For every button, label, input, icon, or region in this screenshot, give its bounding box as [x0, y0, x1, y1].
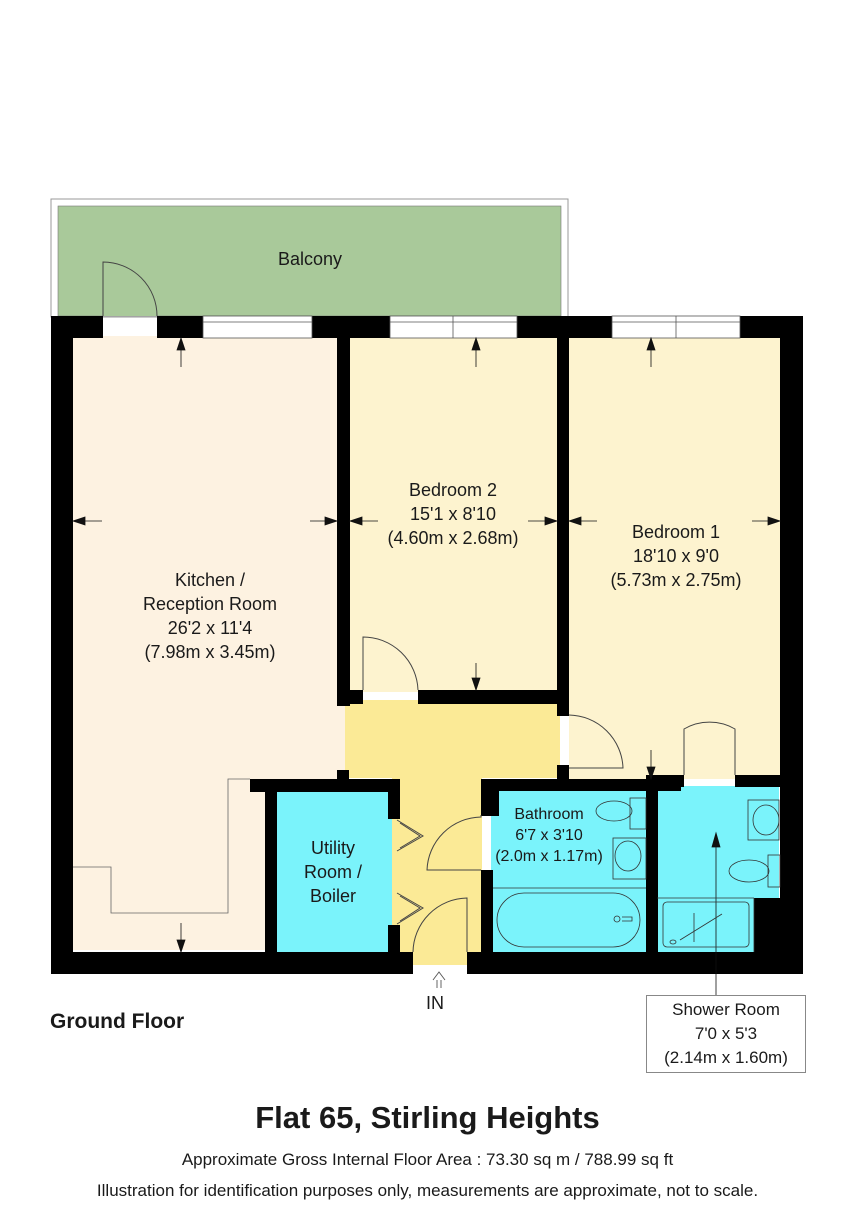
room-dims-imperial: 6'7 x 3'10	[515, 827, 583, 844]
room-dims-imperial: 15'1 x 8'10	[410, 504, 496, 524]
room-dims-metric: (4.60m x 2.68m)	[387, 528, 519, 548]
bedroom-1-floor	[569, 336, 780, 779]
bathroom-fixtures	[493, 797, 647, 948]
room-name: Bathroom	[514, 806, 584, 823]
room-name-line2: Room /	[303, 862, 363, 882]
room-name-line3: Boiler	[309, 886, 357, 906]
entrance-arrow-icon	[432, 971, 446, 988]
room-dims-imperial: 18'10 x 9'0	[633, 546, 719, 566]
room-name: Bedroom 2	[408, 480, 498, 500]
bathroom-label: Bathroom 6'7 x 3'10 (2.0m x 1.17m)	[483, 804, 615, 867]
walls	[51, 316, 803, 974]
room-name: Bedroom 1	[631, 522, 721, 542]
bathroom-floor	[491, 791, 646, 952]
bedroom-2-floor	[350, 336, 557, 692]
dimension-arrows	[71, 336, 782, 1000]
utility-label: Utility Room / Boiler	[283, 836, 383, 908]
utility-floor	[277, 791, 392, 952]
floor-name: Ground Floor	[50, 1010, 185, 1033]
doors	[102, 261, 736, 953]
bedroom-1-label: Bedroom 1 18'10 x 9'0 (5.73m x 2.75m)	[586, 520, 766, 592]
room-dims-metric: (2.0m x 1.17m)	[495, 848, 603, 865]
kitchen-counter	[73, 778, 250, 914]
room-dims-imperial: 26'2 x 11'4	[167, 618, 253, 638]
disclaimer: Illustration for identification purposes…	[96, 1181, 759, 1200]
shower-room-fixtures	[657, 799, 781, 952]
room-name-line1: Kitchen /	[174, 570, 246, 590]
windows	[202, 315, 741, 339]
floor-area: Approximate Gross Internal Floor Area : …	[181, 1150, 674, 1169]
kitchen-label: Kitchen / Reception Room 26'2 x 11'4 (7.…	[105, 568, 315, 664]
entrance-label: IN	[426, 993, 444, 1013]
room-name: Balcony	[277, 249, 343, 269]
room-name-line2: Reception Room	[142, 594, 278, 614]
hallway-floor	[345, 700, 560, 778]
bedroom-2-label: Bedroom 2 15'1 x 8'10 (4.60m x 2.68m)	[353, 478, 553, 550]
room-dims-metric: (2.14m x 1.60m)	[664, 1048, 788, 1067]
shower-room-label: Shower Room 7'0 x 5'3 (2.14m x 1.60m)	[646, 995, 806, 1073]
room-name-line1: Utility	[311, 838, 355, 858]
balcony-label: Balcony	[260, 247, 360, 271]
room-dims-metric: (7.98m x 3.45m)	[144, 642, 276, 662]
room-dims-imperial: 7'0 x 5'3	[694, 1024, 758, 1043]
room-name: Shower Room	[672, 1000, 780, 1019]
room-dims-metric: (5.73m x 2.75m)	[610, 570, 742, 590]
property-title: Flat 65, Stirling Heights	[255, 1100, 600, 1135]
